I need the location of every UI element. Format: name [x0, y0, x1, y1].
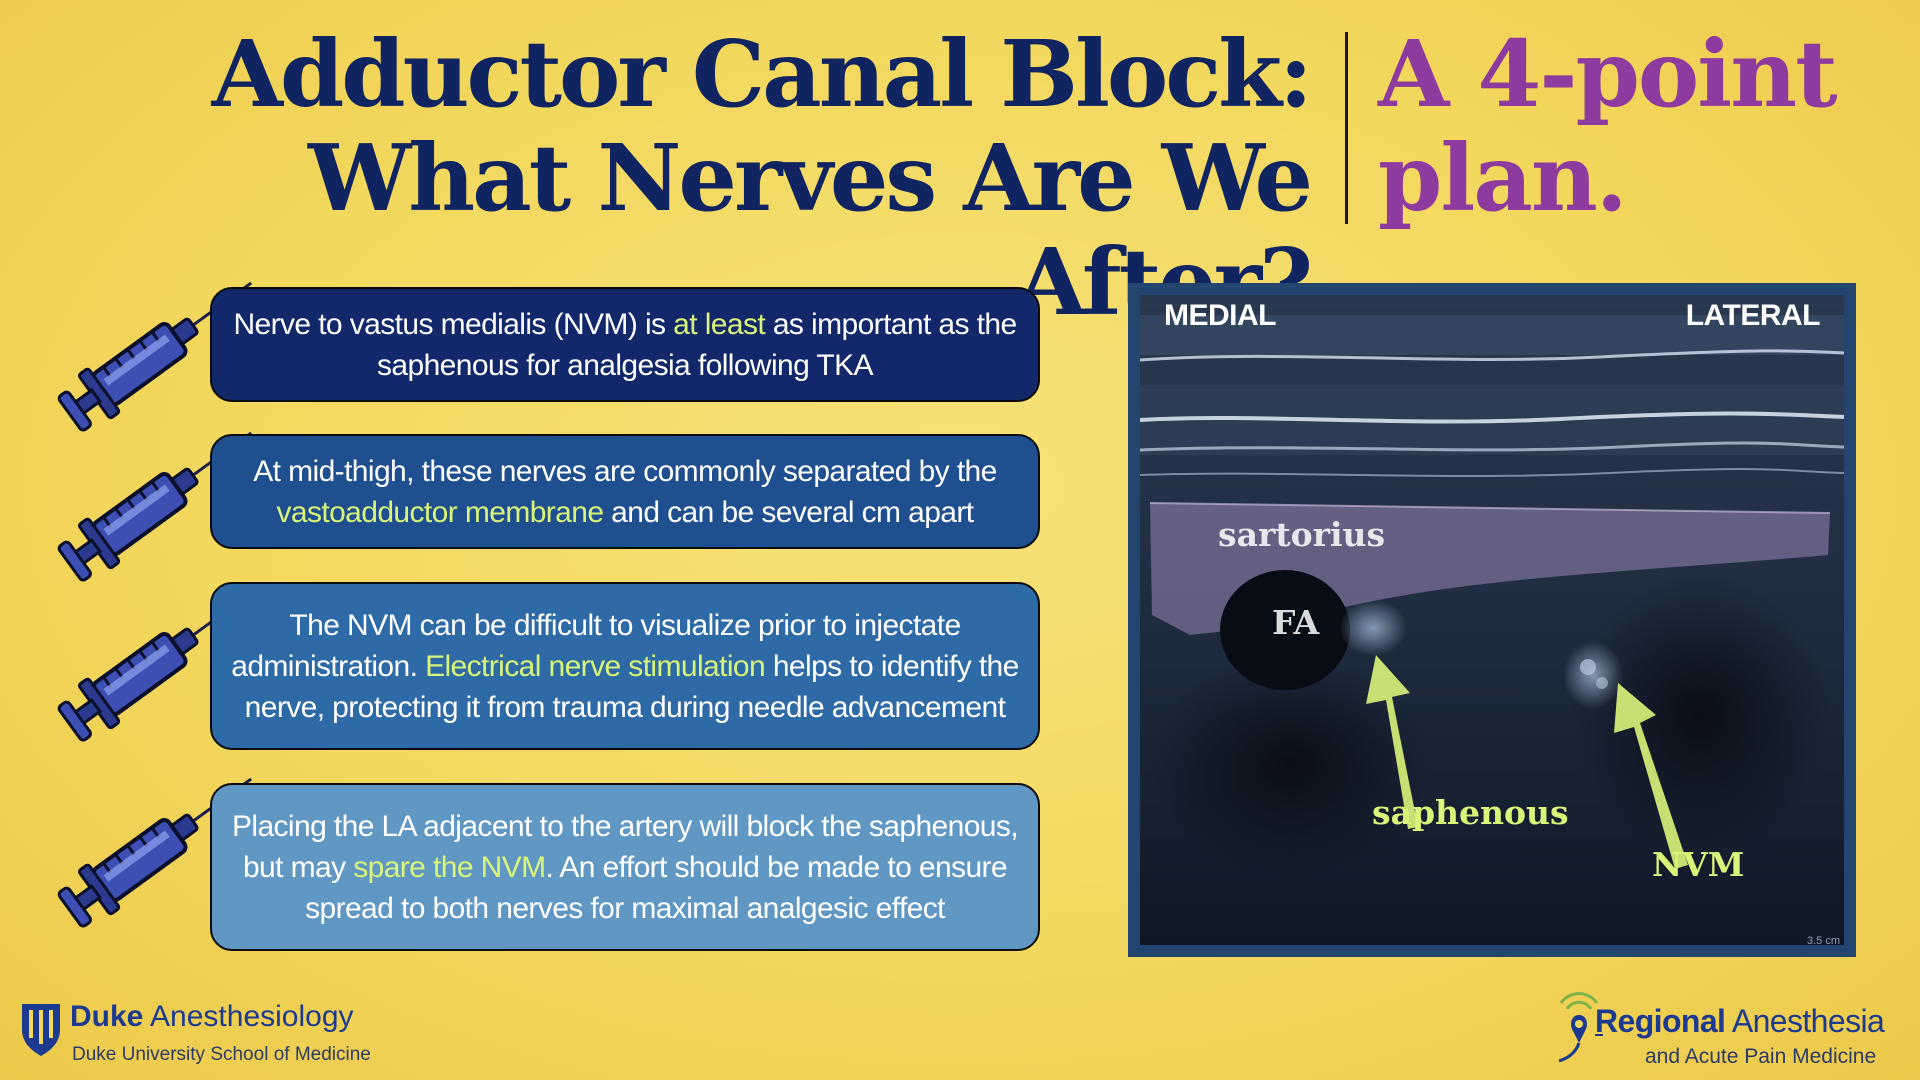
subtitle-line2: plan. — [1378, 124, 1628, 232]
ra-wordmark: Regional Anesthesia — [1595, 1003, 1885, 1039]
label-nvm: NVM — [1652, 845, 1745, 884]
title-divider — [1345, 32, 1348, 224]
duke-anesthesiology-logo: Duke Anesthesiology Duke University Scho… — [20, 1000, 440, 1070]
arrow-icon — [1614, 683, 1688, 869]
point-card-4: Placing the LA adjacent to the artery wi… — [210, 783, 1040, 951]
main-title: Adductor Canal Block: What Nerves Are We… — [20, 20, 1313, 336]
duke-subtitle: Duke University School of Medicine — [72, 1044, 371, 1065]
point-highlight-4: spare the NVM — [353, 850, 546, 884]
point-highlight-3: Electrical nerve stimulation — [425, 649, 766, 683]
ultrasound-scan — [1140, 295, 1844, 945]
ra-subtitle: and Acute Pain Medicine — [1645, 1045, 1877, 1068]
point-text-2: At mid-thigh, these nerves are commonly … — [253, 454, 997, 529]
point-text-4: Placing the LA adjacent to the artery wi… — [231, 809, 1019, 925]
arrow-icon — [1366, 655, 1418, 829]
main-title-line2: What Nerves Are We After? — [307, 124, 1313, 336]
label-saphenous: saphenous — [1372, 793, 1569, 832]
point-text-3: The NVM can be difficult to visualize pr… — [231, 608, 1019, 724]
label-femoral-artery: FA — [1272, 603, 1320, 642]
point-card-1: Nerve to vastus medialis (NVM) is at lea… — [210, 287, 1040, 402]
duke-wordmark: Duke Anesthesiology — [70, 1000, 354, 1033]
point-highlight-1: at least — [673, 307, 766, 341]
depth-marker: 3.5 cm — [1806, 935, 1840, 947]
ultrasound-label-lateral: LATERAL — [1685, 299, 1821, 332]
label-sartorius: sartorius — [1218, 515, 1386, 554]
point-text-1: Nerve to vastus medialis (NVM) is at lea… — [233, 307, 1017, 382]
main-title-line1: Adductor Canal Block: — [211, 20, 1313, 128]
regional-anesthesia-logo: Regional Anesthesia and Acute Pain Medic… — [1555, 985, 1915, 1075]
ultrasound-image: MEDIAL LATERAL sartorius FA saphenous NV… — [1128, 283, 1856, 957]
duke-shield-icon — [22, 1004, 60, 1056]
regional-anesthesia-pin-icon — [1558, 992, 1603, 1063]
point-card-3: The NVM can be difficult to visualize pr… — [210, 582, 1040, 750]
subtitle: A 4-point plan. — [1378, 22, 1908, 230]
point-highlight-2: vastoadductor membrane — [276, 495, 604, 529]
point-card-2: At mid-thigh, these nerves are commonly … — [210, 434, 1040, 549]
subtitle-line1: A 4-point — [1378, 20, 1838, 128]
ultrasound-label-medial: MEDIAL — [1164, 299, 1277, 332]
